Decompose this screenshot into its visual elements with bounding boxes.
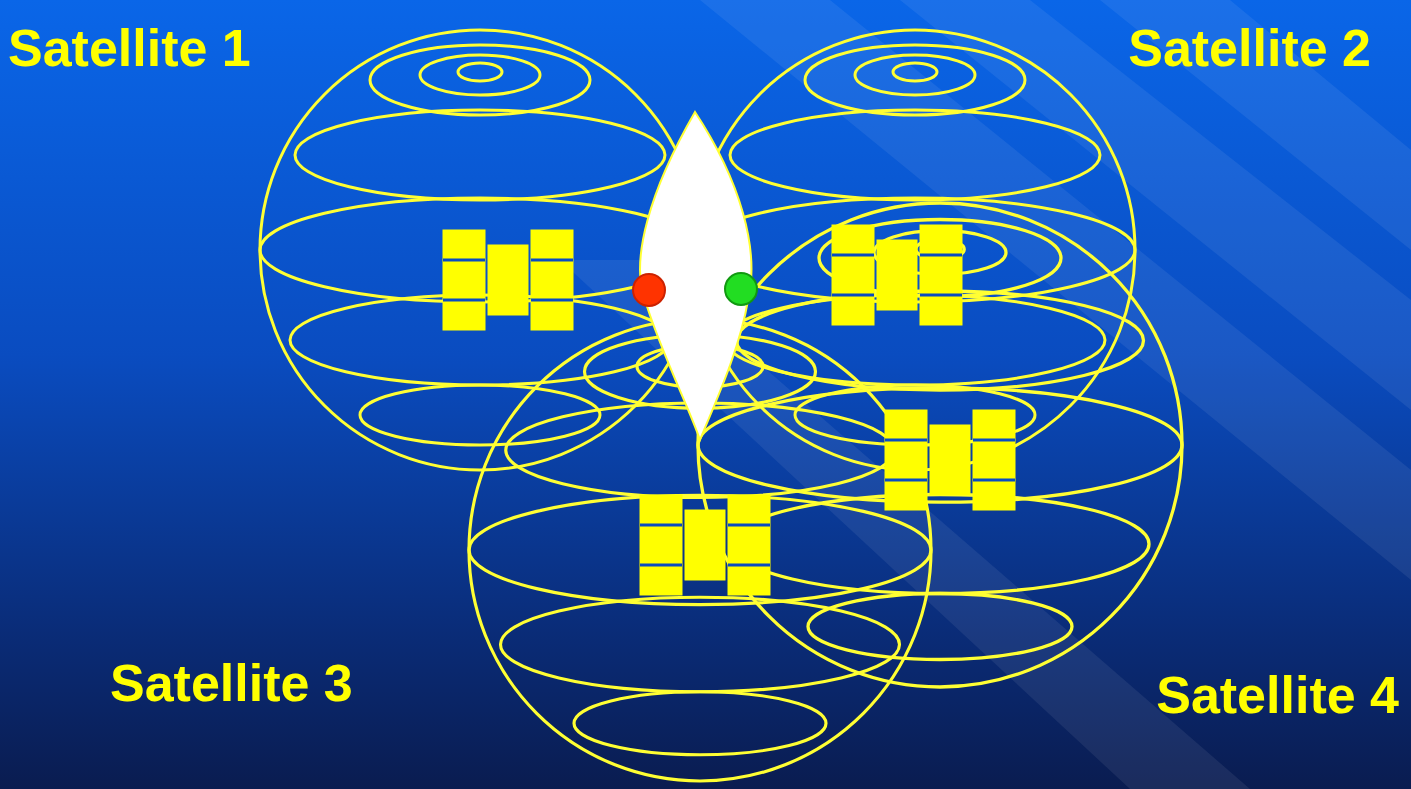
satellite-icons xyxy=(443,225,1015,595)
position-dot-red xyxy=(633,274,665,306)
satellite-label: Satellite 3 xyxy=(110,655,353,712)
position-dot-green xyxy=(725,273,757,305)
satellite-label: Satellite 1 xyxy=(8,20,251,77)
range-spheres xyxy=(260,30,1182,781)
satellite-label: Satellite 4 xyxy=(1156,667,1399,724)
background-stripes xyxy=(560,0,1411,789)
satellite-label: Satellite 2 xyxy=(1128,20,1371,77)
